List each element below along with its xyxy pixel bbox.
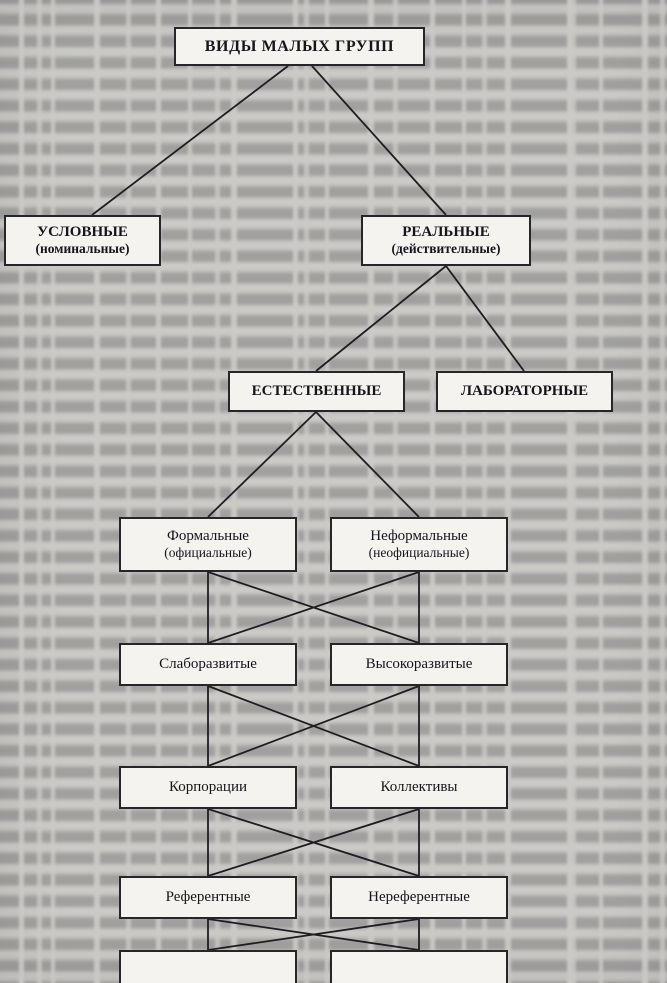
node-nereferentnye-label: Нереферентные bbox=[368, 889, 470, 906]
node-realnye-sublabel: (действительные) bbox=[391, 241, 501, 257]
node-slaborazvitye-label: Слаборазвитые bbox=[159, 656, 257, 673]
node-neformalnye-label: Неформальные bbox=[370, 528, 468, 545]
edges-level6-to-level7 bbox=[207, 808, 420, 877]
node-vysokorazvitye: Высокоразвитые bbox=[330, 643, 508, 686]
node-neformalnye: Неформальные (неофициальные) bbox=[330, 517, 508, 572]
node-realnye-label: РЕАЛЬНЫЕ bbox=[402, 224, 490, 241]
node-empty-left bbox=[119, 950, 297, 983]
node-referentnye-label: Референтные bbox=[165, 889, 251, 906]
node-slaborazvitye: Слаборазвитые bbox=[119, 643, 297, 686]
node-estestvennye-label: ЕСТЕСТВЕННЫЕ bbox=[251, 383, 382, 400]
edges-level5-to-level6 bbox=[207, 685, 420, 767]
node-referentnye: Референтные bbox=[119, 876, 297, 919]
node-formalnye-sublabel: (официальные) bbox=[164, 545, 252, 561]
node-nereferentnye: Нереферентные bbox=[330, 876, 508, 919]
node-kollektivy-label: Коллективы bbox=[380, 779, 458, 796]
node-uslovnye-sublabel: (номинальные) bbox=[35, 241, 130, 257]
node-realnye: РЕАЛЬНЫЕ (действительные) bbox=[361, 215, 531, 266]
node-formalnye-label: Формальные bbox=[167, 528, 249, 545]
edges-estestvennye-to-level4 bbox=[207, 411, 420, 518]
node-laboratornye: ЛАБОРАТОРНЫЕ bbox=[436, 371, 613, 412]
node-vysokorazvitye-label: Высокоразвитые bbox=[365, 656, 473, 673]
node-korporacii: Корпорации bbox=[119, 766, 297, 809]
edges-level4-to-level5 bbox=[207, 571, 420, 644]
node-neformalnye-sublabel: (неофициальные) bbox=[368, 545, 470, 561]
node-uslovnye-label: УСЛОВНЫЕ bbox=[37, 224, 128, 241]
edges-level7-to-level8 bbox=[207, 918, 420, 951]
node-laboratornye-label: ЛАБОРАТОРНЫЕ bbox=[460, 383, 589, 400]
node-formalnye: Формальные (официальные) bbox=[119, 517, 297, 572]
edges-title-to-level2 bbox=[91, 65, 447, 216]
node-estestvennye: ЕСТЕСТВЕННЫЕ bbox=[228, 371, 405, 412]
node-kollektivy: Коллективы bbox=[330, 766, 508, 809]
edges-realnye-to-level3 bbox=[315, 265, 525, 372]
node-title-label: ВИДЫ МАЛЫХ ГРУПП bbox=[204, 37, 395, 55]
node-title: ВИДЫ МАЛЫХ ГРУПП bbox=[174, 27, 425, 66]
node-korporacii-label: Корпорации bbox=[168, 779, 248, 796]
node-empty-right bbox=[330, 950, 508, 983]
node-uslovnye: УСЛОВНЫЕ (номинальные) bbox=[4, 215, 161, 266]
